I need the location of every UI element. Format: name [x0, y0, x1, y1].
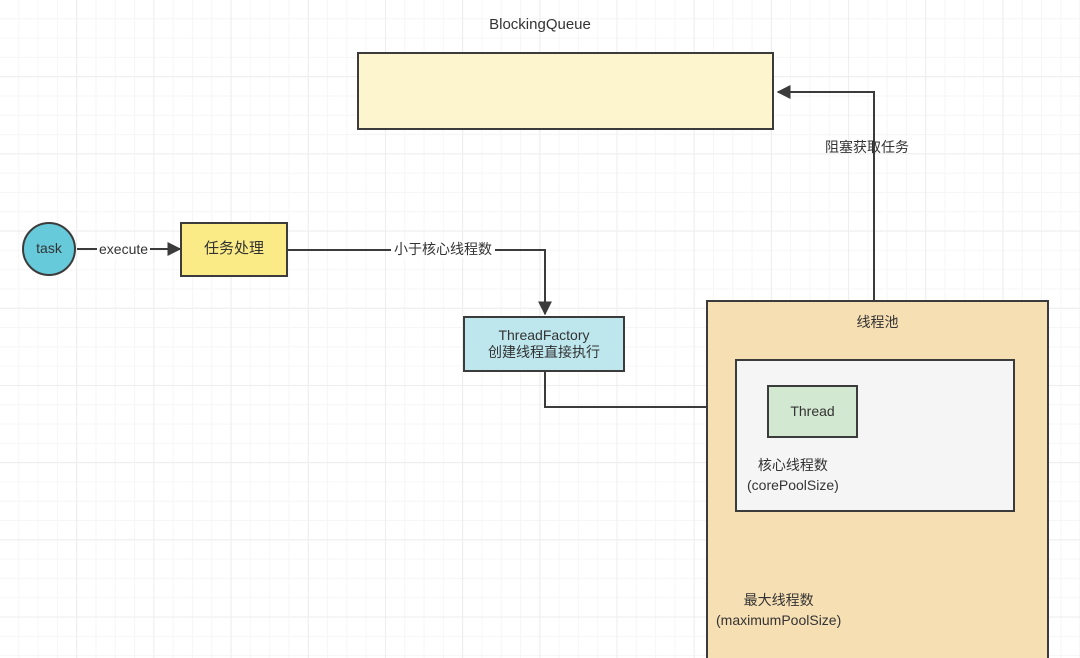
edge-handler-to-threadfactory — [288, 249, 552, 316]
edge-label-execute: execute — [97, 241, 151, 258]
task-handler-label: 任务处理 — [203, 240, 264, 258]
edge-label-less-than-core: 小于核心线程数 — [391, 241, 495, 258]
thread-box-label: Thread — [790, 402, 835, 419]
task-node[interactable]: task — [22, 222, 76, 276]
core-pool-size-line2: (corePoolSize) — [747, 477, 839, 494]
task-handler-box[interactable]: 任务处理 — [180, 222, 288, 277]
thread-pool-title: 线程池 — [856, 314, 899, 330]
task-node-label: task — [36, 240, 62, 257]
blocking-queue-box[interactable] — [357, 52, 774, 130]
thread-factory-box[interactable]: ThreadFactory 创建线程直接执行 — [463, 316, 625, 372]
thread-factory-label-line2: 创建线程直接执行 — [488, 344, 600, 360]
core-pool-size-line1: 核心线程数 — [757, 457, 828, 473]
edge-pool-to-queue — [776, 85, 875, 300]
edge-label-blocking-get-task: 阻塞获取任务 — [825, 139, 909, 155]
core-pool-size-label: 核心线程数 (corePoolSize) — [747, 455, 839, 496]
maximum-pool-size-label: 最大线程数 (maximumPoolSize) — [716, 590, 841, 631]
thread-factory-label-line1: ThreadFactory — [498, 326, 590, 343]
maximum-pool-size-line2: (maximumPoolSize) — [716, 612, 842, 629]
blocking-queue-title: BlockingQueue — [489, 16, 591, 33]
core-pool-box[interactable]: Thread 核心线程数 (corePoolSize) — [735, 359, 1015, 512]
maximum-pool-size-line1: 最大线程数 — [743, 592, 814, 608]
thread-pool-box[interactable]: 线程池 Thread 核心线程数 (corePoolSize) 最大线程数 (m… — [706, 300, 1049, 658]
thread-box[interactable]: Thread — [767, 385, 858, 438]
